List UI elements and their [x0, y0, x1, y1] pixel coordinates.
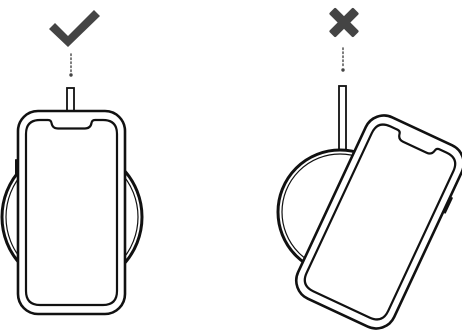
leader-dot — [69, 73, 73, 77]
leader-dot — [341, 68, 345, 72]
checkmark-icon — [49, 10, 100, 47]
smartphone — [294, 114, 462, 330]
cross-icon — [329, 7, 359, 38]
smartphone — [15, 109, 127, 316]
charger-cable — [338, 85, 347, 155]
correct-placement-panel — [0, 10, 144, 316]
incorrect-placement-panel — [276, 7, 462, 330]
phone-screen-with-notch — [24, 118, 119, 307]
side-button — [444, 197, 453, 214]
phone-screen-with-notch — [303, 123, 457, 321]
